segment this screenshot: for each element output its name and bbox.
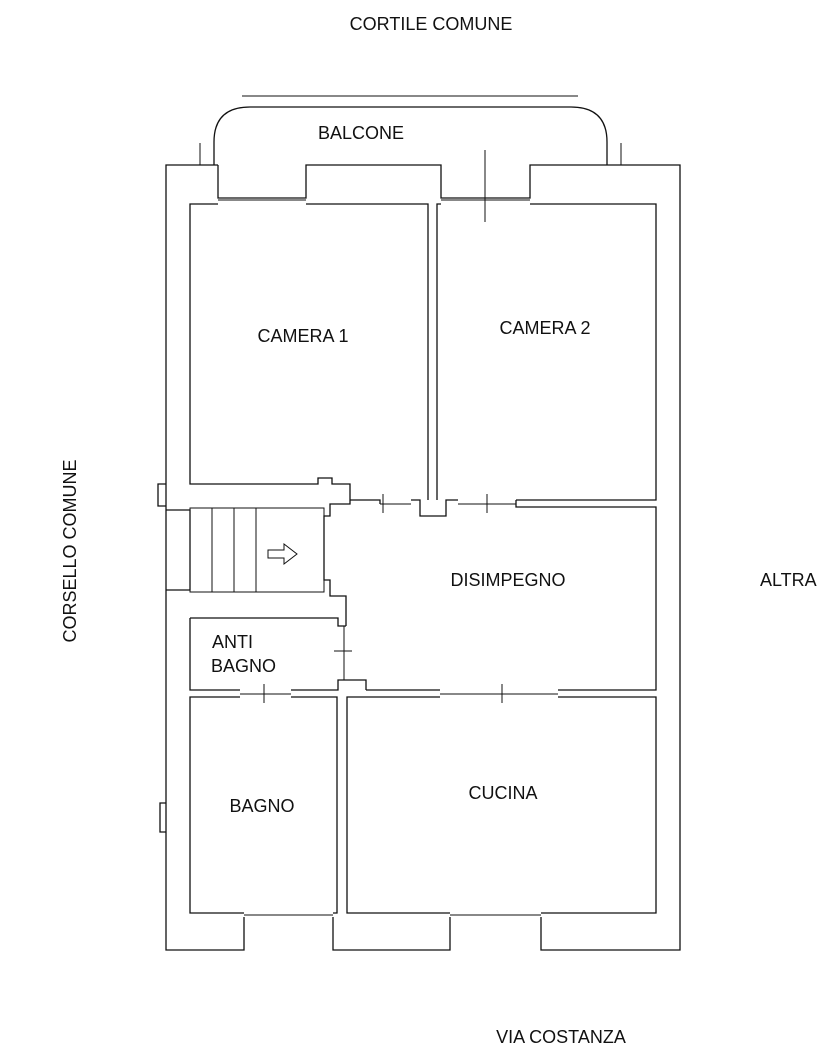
room-label-camera-2: CAMERA 2: [499, 318, 590, 338]
room-label-bagno-anti: BAGNO: [211, 656, 276, 676]
room-label-disimpegno: DISIMPEGNO: [450, 570, 565, 590]
label-balcone: BALCONE: [318, 123, 404, 143]
room-cucina: CUCINA: [346, 696, 657, 914]
room-bagno: BAGNO: [159, 696, 338, 914]
room-label-anti: ANTI: [212, 632, 253, 652]
arrow-right-icon: [267, 542, 298, 566]
room-label-camera-1: CAMERA 1: [257, 326, 348, 346]
balcony: [199, 95, 622, 165]
outer-walls: [165, 164, 681, 951]
room-camera-1: CAMERA 1: [189, 203, 429, 500]
label-corsello-comune: CORSELLO COMUNE: [60, 459, 80, 642]
staircase: [157, 483, 325, 593]
room-camera-2: CAMERA 2: [436, 150, 657, 501]
room-antibagno: ANTI BAGNO: [189, 617, 367, 703]
label-altra: ALTRA: [760, 570, 817, 590]
label-cortile-comune: CORTILE COMUNE: [350, 14, 513, 34]
room-label-cucina: CUCINA: [468, 783, 537, 803]
label-via-costanza: VIA COSTANZA: [496, 1027, 626, 1047]
room-label-bagno: BAGNO: [229, 796, 294, 816]
room-disimpegno: DISIMPEGNO: [323, 494, 657, 703]
